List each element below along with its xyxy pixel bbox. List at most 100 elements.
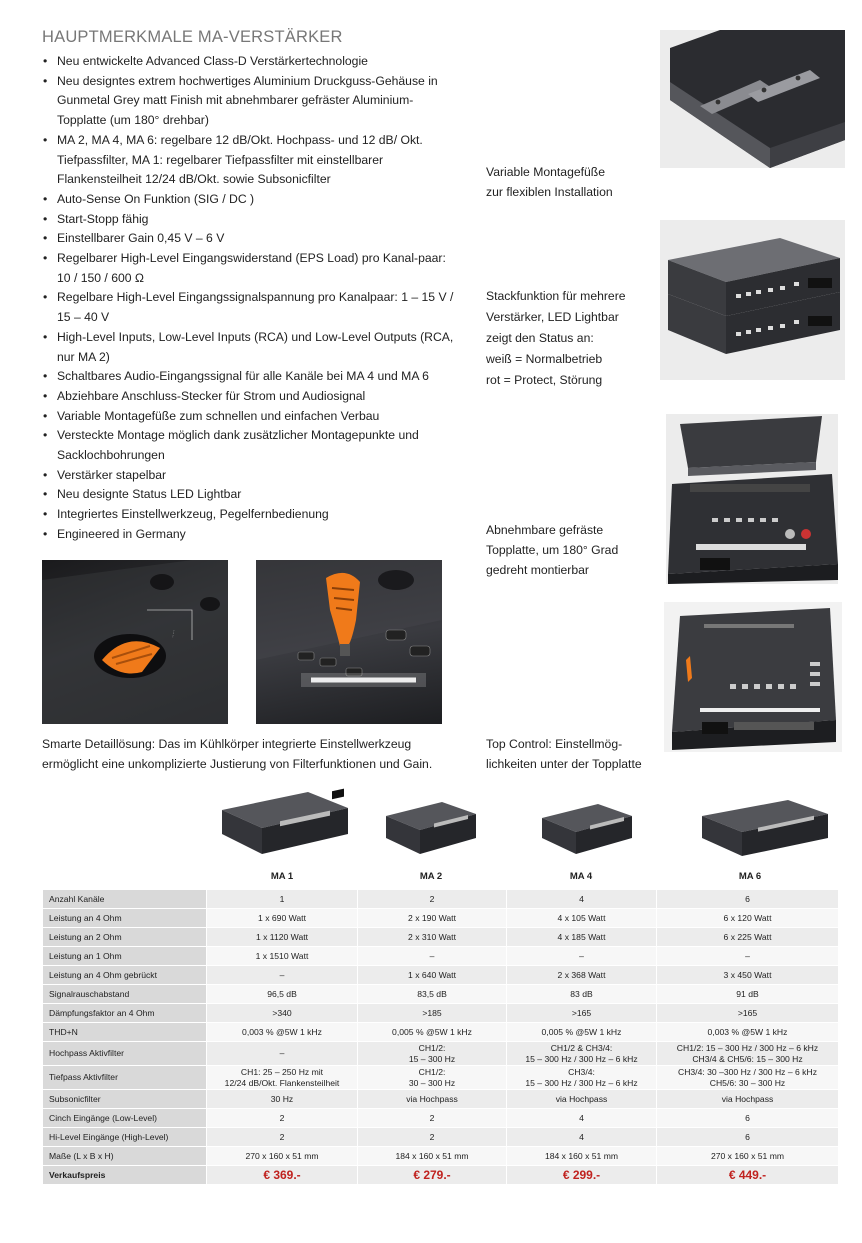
spec-cell: 96,5 dB: [206, 984, 358, 1004]
photo-removable-topplate: [666, 414, 838, 584]
row-label: Signalrauschabstand: [42, 984, 207, 1004]
table-row: Verkaufspreis€ 369.-€ 279.-€ 299.-€ 449.…: [42, 1165, 839, 1185]
spec-cell: via Hochpass: [656, 1089, 839, 1109]
feature-item: Verstärker stapelbar: [42, 466, 462, 486]
price-cell: € 299.-: [506, 1165, 657, 1185]
spec-cell: 270 x 160 x 51 mm: [656, 1146, 839, 1166]
spec-cell: 1 x 1510 Watt: [206, 946, 358, 966]
spec-cell: 6 x 120 Watt: [656, 908, 839, 928]
table-row: Dämpfungsfaktor an 4 Ohm>340>185>165>165: [42, 1003, 839, 1023]
price-cell: € 279.-: [357, 1165, 507, 1185]
feature-item: Versteckte Montage möglich dank zusätzli…: [42, 426, 462, 465]
spec-cell: 91 dB: [656, 984, 839, 1004]
spec-cell: 3 x 450 Watt: [656, 965, 839, 985]
detail-photo-tool-slot: ·····: [42, 560, 228, 724]
spec-cell: –: [656, 946, 839, 966]
spec-cell: 2: [357, 1108, 507, 1128]
spec-cell: 83 dB: [506, 984, 657, 1004]
caption-topplate: Abnehmbare gefräste Topplatte, um 180° G…: [486, 523, 619, 577]
spec-cell: 2 x 190 Watt: [357, 908, 507, 928]
spec-cell: 4: [506, 889, 657, 909]
row-label: Hi-Level Eingänge (High-Level): [42, 1127, 207, 1147]
product-image-ma-2: [384, 796, 478, 860]
spec-cell: 30 Hz: [206, 1089, 358, 1109]
photo-stacked-amps: [660, 220, 845, 380]
spec-cell: CH1/2 & CH3/4:15 – 300 Hz / 300 Hz – 6 k…: [506, 1041, 657, 1066]
feature-item: Auto-Sense On Funktion (SIG / DC ): [42, 190, 462, 210]
page-title: HAUPTMERKMALE MA-VERSTÄRKER: [42, 28, 343, 46]
spec-cell: CH1/2:15 – 300 Hz: [357, 1041, 507, 1066]
row-label: Tiefpass Aktivfilter: [42, 1065, 207, 1090]
caption-mounting: Variable Montagefüße zur flexiblen Insta…: [486, 165, 613, 199]
product-image-ma-4: [540, 798, 634, 860]
model-header-ma-2: MA 2: [419, 871, 443, 882]
spec-cell: 184 x 160 x 51 mm: [357, 1146, 507, 1166]
spec-cell: >185: [357, 1003, 507, 1023]
spec-cell: 6 x 225 Watt: [656, 927, 839, 947]
spec-cell: 4: [506, 1108, 657, 1128]
caption-stack: Stackfunktion für mehrere Verstärker, LE…: [486, 289, 626, 387]
spec-cell: 6: [656, 889, 839, 909]
spec-cell: 6: [656, 1108, 839, 1128]
model-header-ma-1: MA 1: [270, 871, 294, 882]
spec-cell: 2: [206, 1127, 358, 1147]
row-label: Maße (L x B x H): [42, 1146, 207, 1166]
spec-cell: CH1/2:30 – 300 Hz: [357, 1065, 507, 1090]
row-label: Anzahl Kanäle: [42, 889, 207, 909]
product-image-ma-6: [700, 796, 830, 862]
spec-cell: –: [506, 946, 657, 966]
spec-cell: 83,5 dB: [357, 984, 507, 1004]
spec-cell: 1: [206, 889, 358, 909]
feature-item: Abziehbare Anschluss-Stecker für Strom u…: [42, 387, 462, 407]
row-label: Leistung an 1 Ohm: [42, 946, 207, 966]
feature-item: Engineered in Germany: [42, 525, 462, 545]
caption-detail: Smarte Detaillösung: Das im Kühlkörper i…: [42, 737, 433, 771]
spec-cell: >340: [206, 1003, 358, 1023]
price-cell: € 449.-: [656, 1165, 839, 1185]
feature-item: Neu entwickelte Advanced Class-D Verstär…: [42, 52, 462, 72]
spec-cell: 2: [357, 889, 507, 909]
feature-item: Variable Montagefüße zum schnellen und e…: [42, 407, 462, 427]
photo-top-control: [664, 602, 842, 752]
spec-cell: 0,003 % @5W 1 kHz: [206, 1022, 358, 1042]
spec-cell: CH3/4:15 – 300 Hz / 300 Hz – 6 kHz: [506, 1065, 657, 1090]
row-label: Subsonicfilter: [42, 1089, 207, 1109]
spec-cell: 2: [357, 1127, 507, 1147]
caption-top-control: Top Control: Einstellmög- lichkeiten unt…: [486, 737, 642, 771]
spec-cell: 1 x 640 Watt: [357, 965, 507, 985]
model-header-ma-4: MA 4: [569, 871, 593, 882]
spec-cell: >165: [506, 1003, 657, 1023]
spec-cell: 1 x 1120 Watt: [206, 927, 358, 947]
feature-item: Integriertes Einstellwerkzeug, Pegelfern…: [42, 505, 462, 525]
spec-cell: >165: [656, 1003, 839, 1023]
feature-item: Neu designtes extrem hochwertiges Alumin…: [42, 72, 462, 131]
photo-mounting-feet: [660, 30, 845, 168]
feature-item: Regelbare High-Level Eingangssignalspann…: [42, 288, 462, 327]
spec-cell: 2 x 368 Watt: [506, 965, 657, 985]
spec-cell: –: [206, 1041, 358, 1066]
product-image-ma-1: [220, 788, 350, 860]
row-label: THD+N: [42, 1022, 207, 1042]
feature-item: MA 2, MA 4, MA 6: regelbare 12 dB/Okt. H…: [42, 131, 462, 190]
spec-cell: 4 x 105 Watt: [506, 908, 657, 928]
svg-text:·····: ·····: [170, 629, 177, 639]
spec-cell: 0,005 % @5W 1 kHz: [506, 1022, 657, 1042]
spec-cell: 270 x 160 x 51 mm: [206, 1146, 358, 1166]
spec-cell: 184 x 160 x 51 mm: [506, 1146, 657, 1166]
feature-item: Start-Stopp fähig: [42, 210, 462, 230]
detail-photo-tool-in-use: [256, 560, 442, 724]
spec-cell: 4 x 185 Watt: [506, 927, 657, 947]
spec-cell: 6: [656, 1127, 839, 1147]
